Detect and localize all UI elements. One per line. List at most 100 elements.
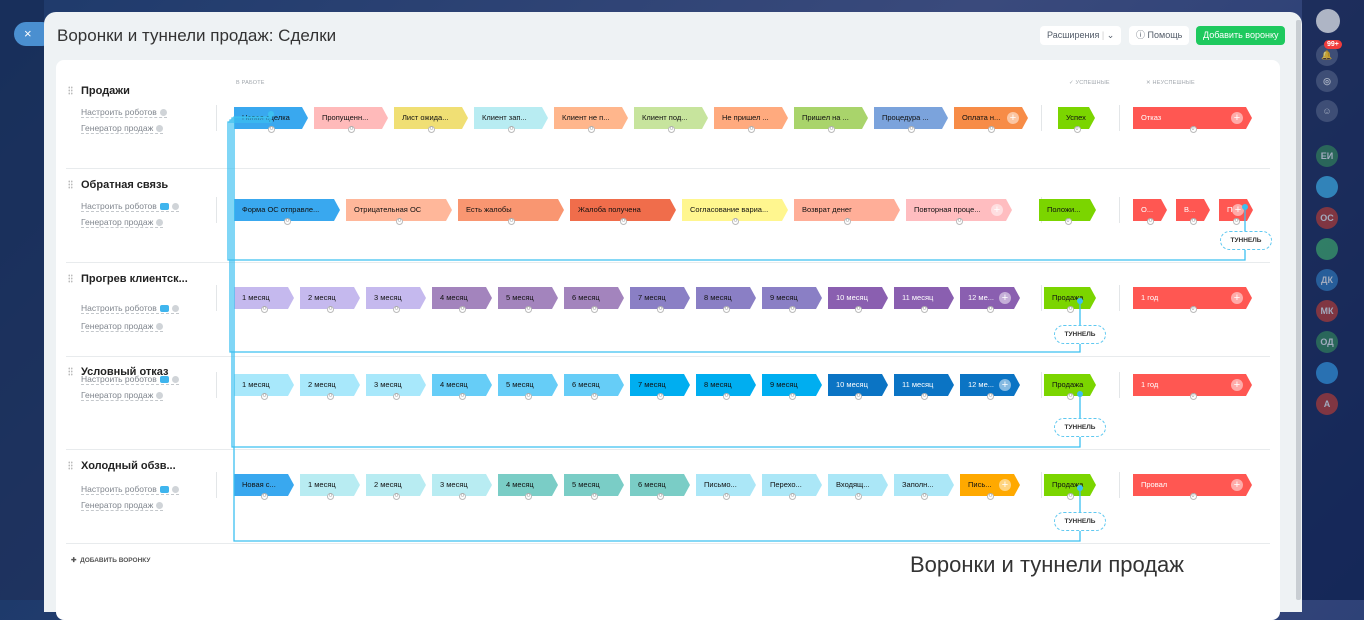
add-stage-icon[interactable]: + <box>1007 112 1019 124</box>
tunnel-badge[interactable]: ТУННЕЛЬ <box>1220 231 1272 250</box>
sales-generator-link[interactable]: Генератор продаж <box>81 500 164 511</box>
configure-robots-link[interactable]: Настроить роботов <box>81 201 179 212</box>
stage[interactable]: Клиент не п...0 <box>554 107 628 133</box>
user-avatar[interactable] <box>1316 9 1340 33</box>
stage[interactable]: Повторная проце...0+ <box>906 199 1012 225</box>
add-stage-icon[interactable]: + <box>1231 479 1243 491</box>
stage[interactable]: Пропущенн...0 <box>314 107 388 133</box>
help-button[interactable]: ⓘ Помощь <box>1129 26 1190 45</box>
help-icon[interactable] <box>156 125 164 133</box>
scrollbar[interactable] <box>1296 20 1301 600</box>
add-stage-icon[interactable]: + <box>1231 112 1243 124</box>
stage[interactable]: Клиент зап...0 <box>474 107 548 133</box>
drag-handle-icon[interactable] <box>68 274 73 283</box>
sales-generator-link[interactable]: Генератор продаж <box>81 321 164 332</box>
stage[interactable]: Новая с...0 <box>234 474 294 500</box>
stage[interactable]: Заполн...0 <box>894 474 954 500</box>
stage[interactable]: Лист ожида...0 <box>394 107 468 133</box>
stage[interactable]: О...0 <box>1133 199 1167 225</box>
stage[interactable]: Согласование вариа...0 <box>682 199 788 225</box>
help-icon[interactable] <box>171 203 179 211</box>
chat-avatar[interactable]: ОД <box>1316 331 1338 353</box>
drag-handle-icon[interactable] <box>68 86 73 95</box>
stage[interactable]: Перехо...0 <box>762 474 822 500</box>
add-stage-icon[interactable]: + <box>991 204 1003 216</box>
help-icon[interactable] <box>156 392 164 400</box>
bell-icon[interactable]: 🔔 <box>1316 44 1338 66</box>
funnel-name[interactable]: Холодный обзв... <box>81 460 176 472</box>
stage[interactable]: Не пришел ...0 <box>714 107 788 133</box>
stage[interactable]: Положи...0 <box>1039 199 1096 225</box>
add-stage-icon[interactable]: + <box>999 479 1011 491</box>
stage[interactable]: Пришел на ...0 <box>794 107 868 133</box>
sales-generator-link[interactable]: Генератор продаж <box>81 217 164 228</box>
configure-robots-link[interactable]: Настроить роботов <box>81 374 179 385</box>
stage[interactable]: Письмо...0 <box>696 474 756 500</box>
funnel-name[interactable]: Продажи <box>81 85 130 97</box>
stage[interactable]: Процедура ...0 <box>874 107 948 133</box>
drag-handle-icon[interactable] <box>68 461 73 470</box>
help-icon[interactable] <box>156 502 164 510</box>
stage[interactable]: Оплата н...0+ <box>954 107 1028 133</box>
add-stage-icon[interactable]: + <box>1231 379 1243 391</box>
funnel-name[interactable]: Обратная связь <box>81 179 169 191</box>
funnel-name[interactable]: Прогрев клиентск... <box>81 273 188 285</box>
sales-generator-link[interactable]: Генератор продаж <box>81 123 164 134</box>
tunnel-badge[interactable]: ТУННЕЛЬ <box>1054 418 1106 437</box>
add-stage-icon[interactable]: + <box>999 292 1011 304</box>
stage[interactable]: В...0 <box>1176 199 1210 225</box>
tunnel-badge[interactable]: ТУННЕЛЬ <box>1054 512 1106 531</box>
help-icon[interactable] <box>171 486 179 494</box>
stage[interactable]: 12 ме...0+ <box>960 287 1020 313</box>
add-stage-icon[interactable]: + <box>1232 204 1244 216</box>
help-icon[interactable] <box>156 323 164 331</box>
chat-avatar[interactable] <box>1316 176 1338 198</box>
chat-avatar[interactable] <box>1316 362 1338 384</box>
help-icon[interactable] <box>171 376 179 384</box>
chat-avatar[interactable]: ДК <box>1316 269 1338 291</box>
add-stage-icon[interactable]: + <box>1231 292 1243 304</box>
stage[interactable]: Входящ...0 <box>828 474 888 500</box>
help-icon[interactable] <box>156 219 164 227</box>
chat-avatar[interactable]: МК <box>1316 300 1338 322</box>
tunnel-badge[interactable]: ТУННЕЛЬ <box>1054 325 1106 344</box>
sales-generator-link[interactable]: Генератор продаж <box>81 390 164 401</box>
drag-handle-icon[interactable] <box>68 367 73 376</box>
help-icon[interactable] <box>159 109 167 117</box>
chat-avatar[interactable]: ЕИ <box>1316 145 1338 167</box>
extensions-dropdown[interactable]: Расширения | ⌄ <box>1040 26 1122 45</box>
add-stage-icon[interactable]: + <box>999 379 1011 391</box>
chat-avatar[interactable]: А <box>1316 393 1338 415</box>
add-funnel-link[interactable]: ✚ ДОБАВИТЬ ВОРОНКУ <box>71 556 150 564</box>
stage[interactable]: Клиент под...0 <box>634 107 708 133</box>
